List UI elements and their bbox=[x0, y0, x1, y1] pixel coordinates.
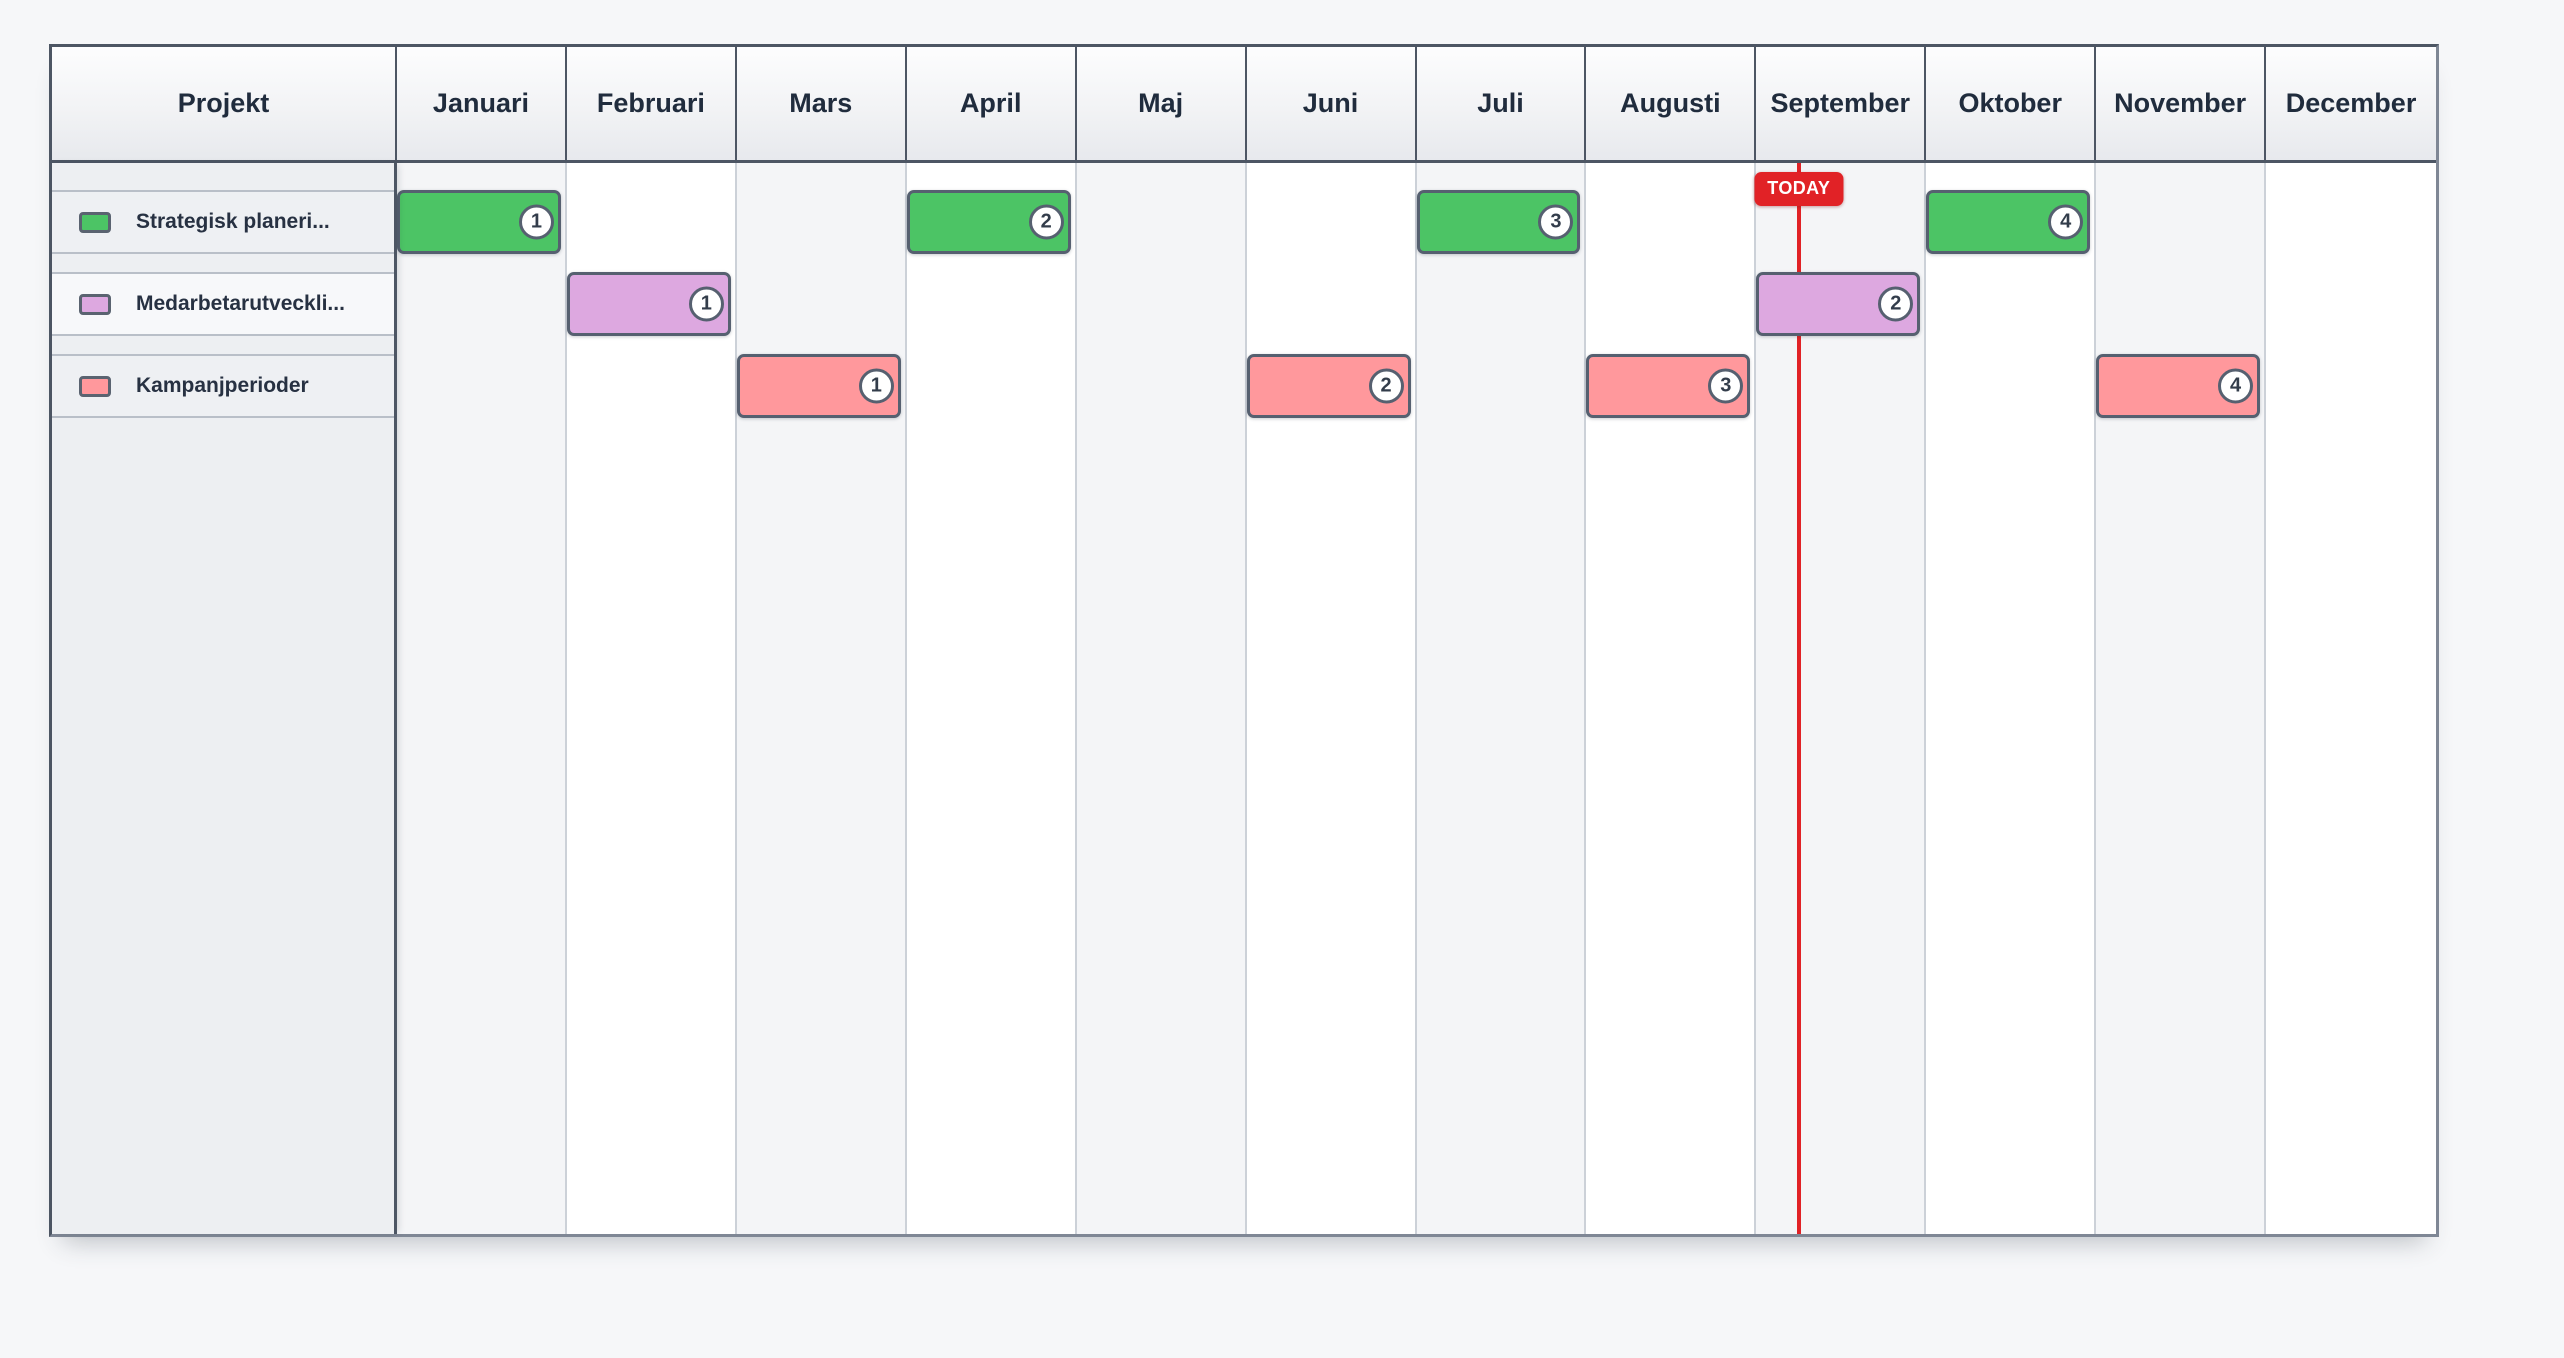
month-header-label: September bbox=[1770, 88, 1911, 118]
month-header-4: April bbox=[906, 47, 1077, 163]
month-header-10: Oktober bbox=[1926, 47, 2097, 163]
gantt-bar-row3-mars[interactable]: 1 bbox=[736, 354, 901, 418]
gantt-bar-row1-oktober[interactable]: 4 bbox=[1926, 190, 2091, 254]
project-row-3[interactable]: Kampanjperioder bbox=[52, 354, 394, 418]
month-column-3: 1 bbox=[736, 163, 907, 1234]
bar-count-badge: 3 bbox=[1538, 204, 1574, 240]
month-header-6: Juni bbox=[1246, 47, 1417, 163]
row-color-swatch-icon bbox=[79, 293, 111, 315]
month-column-2: 1 bbox=[566, 163, 737, 1234]
row-color-swatch-icon bbox=[79, 211, 111, 233]
bar-count-badge: 2 bbox=[1028, 204, 1064, 240]
month-column-7: 3 bbox=[1416, 163, 1587, 1234]
month-header-label: Juni bbox=[1302, 88, 1359, 118]
month-header-label: April bbox=[959, 88, 1022, 118]
gantt-bar-row2-september[interactable]: 2 bbox=[1756, 272, 1921, 336]
project-legend-panel: Strategisk planeri... Medarbetarutveckli.… bbox=[52, 163, 397, 1234]
today-line bbox=[1796, 163, 1801, 1234]
month-header-label: Augusti bbox=[1620, 88, 1721, 118]
month-header-label: Februari bbox=[596, 88, 705, 118]
month-header-label: December bbox=[2285, 88, 2417, 118]
month-header-label: Januari bbox=[432, 88, 529, 118]
row-color-swatch-icon bbox=[79, 375, 111, 397]
month-column-4: 2 bbox=[906, 163, 1077, 1234]
gantt-bar-row3-augusti[interactable]: 3 bbox=[1586, 354, 1751, 418]
gantt-bar-row2-februari[interactable]: 1 bbox=[566, 272, 731, 336]
gantt-bar-row3-november[interactable]: 4 bbox=[2096, 354, 2261, 418]
month-header-label: Mars bbox=[789, 88, 853, 118]
month-column-8: 3 bbox=[1586, 163, 1757, 1234]
project-row-label: Kampanjperioder bbox=[136, 374, 309, 397]
month-column-1: 1 bbox=[397, 163, 567, 1234]
bar-count-badge: 1 bbox=[858, 368, 894, 404]
gantt-bar-row1-januari[interactable]: 1 bbox=[397, 190, 561, 254]
month-header-label: November bbox=[2114, 88, 2247, 118]
month-column-10: 4 bbox=[1926, 163, 2097, 1234]
month-header-3: Mars bbox=[736, 47, 907, 163]
month-header-9: September bbox=[1756, 47, 1927, 163]
month-header-12: December bbox=[2266, 47, 2436, 163]
bar-count-badge: 4 bbox=[2048, 204, 2084, 240]
month-header-label: Oktober bbox=[1958, 88, 2062, 118]
bar-count-badge: 1 bbox=[518, 204, 554, 240]
gantt-bar-row3-juni[interactable]: 2 bbox=[1246, 354, 1411, 418]
month-header-label: Maj bbox=[1138, 88, 1184, 118]
project-column-header: Projekt bbox=[52, 47, 397, 163]
bar-count-badge: 3 bbox=[1708, 368, 1744, 404]
today-pill: TODAY bbox=[1754, 172, 1844, 206]
annual-gantt-planner: Projekt Januari Februari Mars April Maj Juni J… bbox=[49, 44, 2439, 1237]
month-header-5: Maj bbox=[1076, 47, 1247, 163]
bar-count-badge: 1 bbox=[688, 286, 724, 322]
project-row-label: Strategisk planeri... bbox=[136, 210, 330, 233]
month-column-12 bbox=[2266, 163, 2436, 1234]
month-header-7: Juli bbox=[1416, 47, 1587, 163]
month-column-6: 2 bbox=[1246, 163, 1417, 1234]
project-row-2[interactable]: Medarbetarutveckli... bbox=[52, 272, 394, 336]
month-header-11: November bbox=[2096, 47, 2267, 163]
bar-count-badge: 2 bbox=[1368, 368, 1404, 404]
month-header-label: Juli bbox=[1477, 88, 1524, 118]
month-header-1: Januari bbox=[397, 47, 567, 163]
gantt-bar-row1-april[interactable]: 2 bbox=[906, 190, 1071, 254]
project-row-label: Medarbetarutveckli... bbox=[136, 292, 345, 315]
bar-count-badge: 4 bbox=[2218, 368, 2254, 404]
month-column-5 bbox=[1076, 163, 1247, 1234]
bar-count-badge: 2 bbox=[1878, 286, 1914, 322]
project-row-1[interactable]: Strategisk planeri... bbox=[52, 190, 394, 254]
month-column-9: 2 TODAY bbox=[1754, 163, 1927, 1234]
gantt-bar-row1-juli[interactable]: 3 bbox=[1416, 190, 1581, 254]
project-column-header-label: Projekt bbox=[177, 88, 270, 118]
month-header-8: Augusti bbox=[1586, 47, 1757, 163]
month-column-11: 4 bbox=[2096, 163, 2267, 1234]
month-header-2: Februari bbox=[566, 47, 737, 163]
